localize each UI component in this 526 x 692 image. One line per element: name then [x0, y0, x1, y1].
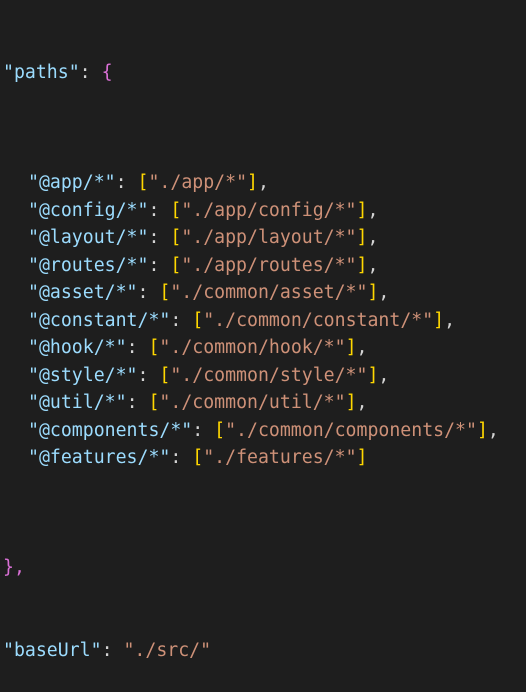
open-brace: {	[101, 62, 113, 83]
colon: :	[115, 172, 138, 193]
path-target-value: "./common/constant/*"	[203, 309, 434, 331]
code-line-path-entry: "@features/*": ["./features/*"]	[0, 444, 526, 472]
path-alias-key: "@style/*"	[28, 364, 138, 386]
open-bracket: [	[192, 447, 204, 468]
code-line-path-entry: "@components/*": ["./common/components/*…	[0, 417, 526, 445]
code-line-close-brace: },	[0, 554, 526, 582]
baseurl-value: "./src/"	[123, 639, 212, 661]
colon: :	[148, 199, 171, 221]
trailing-comma: ,	[257, 172, 269, 193]
code-line-paths: "paths": {	[0, 59, 526, 87]
path-target-value: "./app/*"	[148, 172, 248, 193]
open-bracket: [	[170, 254, 182, 276]
path-target-value: "./app/layout/*"	[181, 227, 357, 248]
code-line-path-entry: "@app/*": ["./app/*"],	[0, 169, 526, 197]
path-target-value: "./common/components/*"	[225, 419, 477, 441]
path-target-value: "./app/routes/*"	[181, 254, 357, 276]
path-alias-key: "@layout/*"	[28, 227, 149, 248]
path-alias-key: "@asset/*"	[28, 282, 138, 303]
code-line-path-entry: "@style/*": ["./common/style/*"],	[0, 362, 526, 390]
close-bracket: ]	[345, 337, 357, 358]
code-line-path-entry: "@constant/*": ["./common/constant/*"],	[0, 307, 526, 335]
baseurl-key: "baseUrl"	[3, 639, 102, 661]
path-alias-key: "@util/*"	[28, 392, 127, 413]
path-alias-key: "@hook/*"	[28, 337, 127, 358]
close-brace: },	[3, 557, 25, 578]
colon: :	[170, 447, 193, 468]
colon: :	[137, 282, 160, 303]
close-bracket: ]	[356, 199, 368, 221]
open-bracket: [	[192, 309, 204, 331]
path-target-value: "./app/config/*"	[181, 199, 357, 221]
path-target-value: "./common/asset/*"	[170, 282, 368, 303]
paths-key: "paths"	[3, 62, 80, 83]
trailing-comma: ,	[367, 227, 379, 248]
close-bracket: ]	[433, 309, 445, 331]
paths-entries: "@app/*": ["./app/*"],"@config/*": ["./a…	[0, 169, 526, 472]
close-bracket: ]	[367, 282, 379, 303]
code-line-path-entry: "@config/*": ["./app/config/*"],	[0, 197, 526, 225]
code-line-baseurl: "baseUrl": "./src/"	[0, 637, 526, 665]
open-bracket: [	[159, 282, 171, 303]
path-alias-key: "@routes/*"	[28, 254, 149, 276]
path-alias-key: "@features/*"	[28, 447, 171, 468]
path-target-value: "./common/hook/*"	[159, 337, 346, 358]
open-bracket: [	[170, 227, 182, 248]
open-bracket: [	[214, 419, 226, 441]
close-bracket: ]	[476, 419, 488, 441]
trailing-comma: ,	[367, 254, 379, 276]
path-alias-key: "@constant/*"	[28, 309, 171, 331]
path-alias-key: "@config/*"	[28, 199, 149, 221]
code-line-path-entry: "@util/*": ["./common/util/*"],	[0, 389, 526, 417]
colon: :	[137, 364, 160, 386]
close-bracket: ]	[356, 254, 368, 276]
open-bracket: [	[159, 364, 171, 386]
colon: :	[126, 337, 149, 358]
colon: :	[79, 62, 102, 83]
code-editor[interactable]: "paths": { "@app/*": ["./app/*"],"@confi…	[0, 0, 526, 661]
path-target-value: "./common/style/*"	[170, 364, 368, 386]
close-bracket: ]	[367, 364, 379, 386]
colon: :	[101, 639, 124, 661]
close-bracket: ]	[247, 172, 258, 193]
colon: :	[148, 227, 171, 248]
path-alias-key: "@components/*"	[28, 419, 193, 441]
close-bracket: ]	[345, 392, 357, 413]
colon: :	[126, 392, 149, 413]
code-line-path-entry: "@layout/*": ["./app/layout/*"],	[0, 224, 526, 252]
path-target-value: "./common/util/*"	[159, 392, 346, 413]
path-alias-key: "@app/*"	[28, 172, 116, 193]
trailing-comma: ,	[444, 309, 456, 331]
code-line-path-entry: "@routes/*": ["./app/routes/*"],	[0, 252, 526, 280]
path-target-value: "./features/*"	[203, 447, 357, 468]
trailing-comma: ,	[378, 364, 390, 386]
colon: :	[192, 419, 215, 441]
open-bracket: [	[170, 199, 182, 221]
close-bracket: ]	[356, 227, 368, 248]
trailing-comma: ,	[367, 199, 379, 221]
open-bracket: [	[148, 392, 160, 413]
trailing-comma: ,	[356, 392, 368, 413]
trailing-comma: ,	[356, 337, 368, 358]
close-bracket: ]	[356, 447, 368, 468]
colon: :	[148, 254, 171, 276]
colon: :	[170, 309, 193, 331]
code-line-path-entry: "@asset/*": ["./common/asset/*"],	[0, 279, 526, 307]
trailing-comma: ,	[487, 419, 499, 441]
trailing-comma: ,	[378, 282, 390, 303]
code-line-path-entry: "@hook/*": ["./common/hook/*"],	[0, 334, 526, 362]
open-bracket: [	[148, 337, 160, 358]
open-bracket: [	[137, 172, 149, 193]
